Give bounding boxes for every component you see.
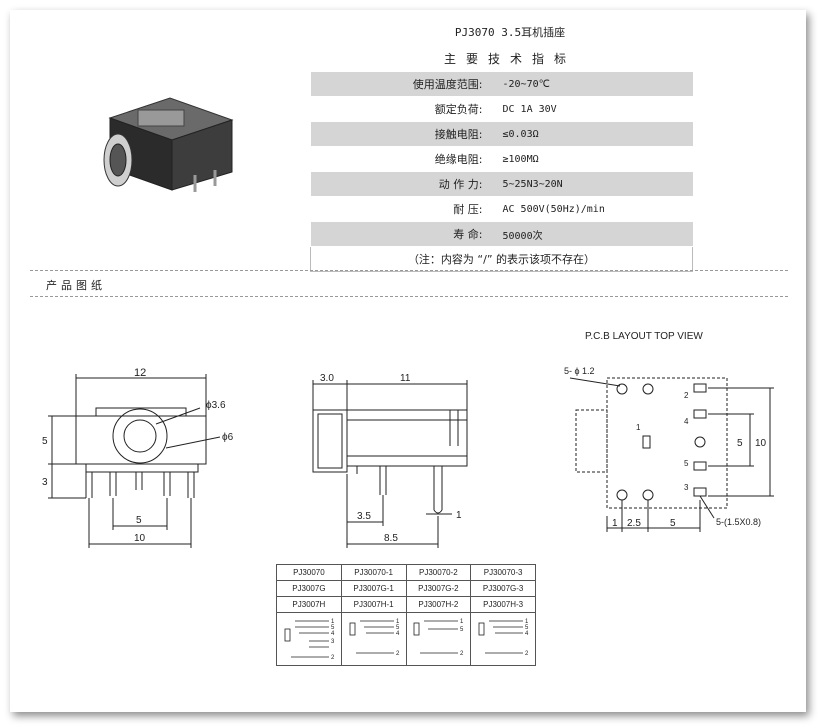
table-row: 1 5 4 3 2 1 5 4 2 1 bbox=[276, 612, 536, 666]
svg-text:2: 2 bbox=[331, 655, 335, 661]
dim-side-c: 3.5 bbox=[357, 511, 371, 522]
svg-text:4: 4 bbox=[396, 631, 400, 637]
table-row: 接触电阻:≤0.03Ω bbox=[310, 121, 693, 147]
svg-text:4: 4 bbox=[331, 631, 335, 637]
dim-side-e: 8.5 bbox=[384, 533, 398, 544]
divider bbox=[30, 296, 788, 297]
svg-text:3: 3 bbox=[331, 639, 335, 645]
svg-text:2: 2 bbox=[396, 651, 400, 657]
front-view: 12 ϕ3.6 ϕ6 5 3 5 10 bbox=[42, 367, 234, 548]
svg-text:5: 5 bbox=[525, 625, 529, 631]
dim-front-d2: ϕ6 bbox=[222, 432, 234, 443]
dim-pcb-x2: 2.5 bbox=[627, 518, 641, 529]
dim-front-d1: ϕ3.6 bbox=[206, 400, 226, 411]
svg-text:2: 2 bbox=[525, 651, 529, 657]
dim-pcb-m: 5 bbox=[737, 438, 743, 449]
dim-side-b: 11 bbox=[400, 373, 411, 384]
svg-text:5: 5 bbox=[460, 627, 464, 633]
svg-text:2: 2 bbox=[460, 651, 464, 657]
dim-side-d: 1 bbox=[456, 510, 462, 521]
pcb-pin-label: 4 bbox=[684, 417, 689, 426]
svg-text:1: 1 bbox=[525, 619, 529, 625]
svg-text:1: 1 bbox=[331, 619, 335, 625]
pcb-title: P.C.B LAYOUT TOP VIEW bbox=[585, 331, 703, 342]
svg-text:1: 1 bbox=[396, 619, 400, 625]
svg-text:4: 4 bbox=[525, 631, 529, 637]
spec-note: （注：内容为 “/” 的表示该项不存在） bbox=[310, 246, 693, 272]
spec-table: 使用温度范围:-20~70℃ 额定负荷:DC 1A 30V 接触电阻:≤0.03… bbox=[310, 72, 693, 272]
pcb-holes-label: 5- ϕ 1.2 bbox=[564, 366, 595, 376]
table-row: 动 作 力:5~25N3~20N bbox=[310, 171, 693, 197]
pcb-pin-label: 5 bbox=[684, 459, 689, 468]
dim-pcb-h: 10 bbox=[755, 438, 767, 449]
dim-pcb-x1: 1 bbox=[612, 518, 618, 529]
divider bbox=[30, 270, 788, 271]
svg-text:1: 1 bbox=[460, 619, 464, 625]
pcb-layout: P.C.B LAYOUT TOP VIEW 5- ϕ 1.2 2 4 5 3 1… bbox=[564, 331, 774, 532]
section-label: 产品图纸 bbox=[46, 279, 106, 292]
spec-subtitle: 主要技术指标 bbox=[443, 52, 576, 66]
dim-side-a: 3.0 bbox=[320, 373, 334, 384]
schematic-cell: 1 5 4 2 bbox=[470, 612, 536, 666]
schematic-cell: 1 5 4 2 bbox=[340, 612, 407, 666]
pcb-pin-label: 3 bbox=[684, 483, 689, 492]
pcb-slots-label: 5-(1.5X0.8) bbox=[716, 517, 761, 527]
dim-front-p1: 5 bbox=[136, 515, 142, 526]
table-row: 绝缘电阻:≥100MΩ bbox=[310, 146, 693, 172]
pcb-pin-label: 1 bbox=[636, 423, 641, 432]
dim-front-h2: 3 bbox=[42, 477, 48, 488]
pcb-pin-label: 2 bbox=[684, 391, 689, 400]
dim-front-p2: 10 bbox=[134, 533, 146, 544]
table-row: （注：内容为 “/” 的表示该项不存在） bbox=[310, 246, 693, 272]
table-row: 耐 压:AC 500V(50Hz)/min bbox=[310, 196, 693, 222]
dim-front-width: 12 bbox=[134, 367, 146, 379]
svg-text:5: 5 bbox=[331, 625, 335, 631]
product-photo bbox=[103, 97, 234, 192]
table-row: 寿 命:50000次 bbox=[310, 221, 693, 247]
svg-text:5: 5 bbox=[396, 625, 400, 631]
table-row: 额定负荷:DC 1A 30V bbox=[310, 96, 693, 122]
document-title: PJ3070 3.5耳机插座 bbox=[454, 26, 566, 39]
schematic-cell: 1 5 2 bbox=[405, 612, 472, 666]
schematic-cell: 1 5 4 3 2 bbox=[276, 612, 342, 666]
side-view: 3.0 11 3.5 1 8.5 bbox=[312, 373, 468, 548]
dim-front-h1: 5 bbox=[42, 436, 48, 447]
dim-pcb-x3: 5 bbox=[670, 518, 676, 529]
